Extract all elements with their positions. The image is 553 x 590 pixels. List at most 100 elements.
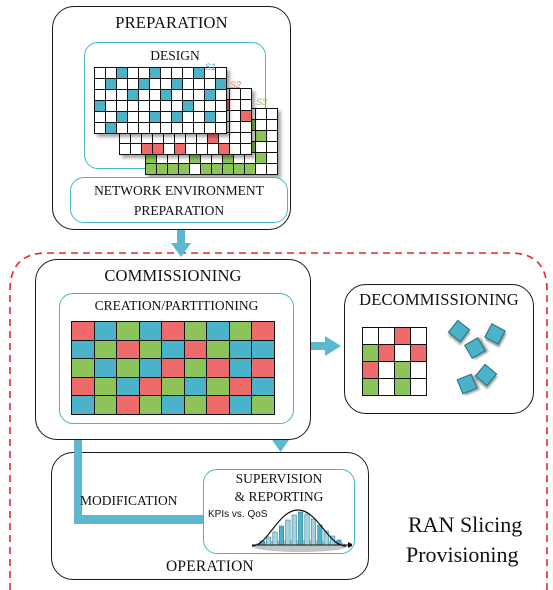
grid-cell: [208, 144, 219, 155]
grid-cell: [162, 340, 185, 359]
grid-cell: [172, 68, 183, 79]
grid-cell: [161, 90, 172, 101]
grid-cell: [184, 396, 207, 415]
grid-cell: [216, 123, 227, 134]
grid-cell: [207, 396, 230, 415]
grid-cell: [267, 131, 278, 142]
grid-cell: [197, 133, 208, 144]
grid-cell: [95, 79, 106, 90]
preparation-title: PREPARATION: [115, 13, 228, 32]
grid-cell: [117, 396, 140, 415]
grid-cell: [172, 90, 183, 101]
grid-cell: [72, 340, 95, 359]
kpi-histogram-icon: [251, 509, 352, 552]
grid-cell: [153, 133, 164, 144]
grid-cell: [161, 112, 172, 123]
grid-cell: [131, 144, 142, 155]
grid-cell: [230, 122, 241, 133]
grid-cell: [164, 133, 175, 144]
grid-cell: [230, 89, 241, 100]
grid-cell: [94, 322, 117, 341]
grid-cell: [241, 89, 252, 100]
grid-cell: [150, 90, 161, 101]
grid-cell: [216, 68, 227, 79]
grid-cell: [139, 377, 162, 396]
grid-cell: [150, 101, 161, 112]
grid-cell: [363, 379, 379, 396]
grid-cell: [256, 131, 267, 142]
grid-cell: [184, 322, 207, 341]
grid-cell: [183, 101, 194, 112]
grid-cell: [256, 120, 267, 131]
grid-cell: [117, 322, 140, 341]
grid-cell: [139, 322, 162, 341]
grid-cell: [363, 328, 379, 345]
grid-cell: [395, 379, 411, 396]
arrow-commissioning-to-decommissioning: [310, 336, 341, 356]
grid-cell: [162, 377, 185, 396]
grid-cell: [106, 90, 117, 101]
grid-cell: [395, 362, 411, 379]
grid-cell: [106, 79, 117, 90]
grid-cell: [395, 328, 411, 345]
grid-cell: [379, 362, 395, 379]
slice-label-s1: S1: [205, 62, 217, 72]
histogram-bar: [310, 518, 316, 546]
grid-cell: [230, 133, 241, 144]
supervision-line1: SUPERVISION: [235, 471, 323, 486]
grid-cell: [139, 359, 162, 378]
grid-cell: [194, 123, 205, 134]
grid-cell: [186, 144, 197, 155]
grid-cell: [117, 377, 140, 396]
grid-cell: [117, 90, 128, 101]
decommissioning-title: DECOMMISSIONING: [359, 290, 519, 309]
grid-cell: [157, 153, 168, 164]
grid-cell: [183, 68, 194, 79]
grid-cell: [201, 164, 212, 175]
grid-cell: [241, 122, 252, 133]
grid-cell: [117, 79, 128, 90]
grid-cell: [128, 112, 139, 123]
grid-cell: [139, 112, 150, 123]
grid-cell: [117, 123, 128, 134]
grid-cell: [150, 68, 161, 79]
grid-cell: [179, 153, 190, 164]
slice-grid-s1: [94, 67, 227, 134]
histogram-bar: [298, 511, 304, 546]
grid-cell: [142, 133, 153, 144]
grid-cell: [252, 322, 275, 341]
grid-cell: [212, 164, 223, 175]
histogram-bar: [304, 513, 310, 546]
grid-cell: [94, 396, 117, 415]
grid-cell: [230, 111, 241, 122]
grid-cell: [117, 359, 140, 378]
grid-cell: [120, 144, 131, 155]
grid-cell: [175, 133, 186, 144]
grid-cell: [241, 133, 252, 144]
grid-cell: [252, 396, 275, 415]
grid-cell: [205, 101, 216, 112]
grid-cell: [411, 328, 427, 345]
grid-cell: [379, 345, 395, 362]
grid-cell: [162, 322, 185, 341]
grid-cell: [379, 379, 395, 396]
grid-cell: [128, 101, 139, 112]
grid-cell: [190, 164, 201, 175]
grid-cell: [267, 142, 278, 153]
grid-cell: [208, 133, 219, 144]
histogram-bar: [266, 536, 272, 546]
provisioning-line1: RAN Slicing: [408, 512, 523, 537]
grid-cell: [162, 359, 185, 378]
grid-cell: [161, 101, 172, 112]
grid-cell: [139, 123, 150, 134]
grid-cell: [172, 79, 183, 90]
grid-cell: [252, 359, 275, 378]
grid-cell: [164, 144, 175, 155]
grid-cell: [184, 359, 207, 378]
grid-cell: [216, 101, 227, 112]
grid-cell: [379, 328, 395, 345]
grid-cell: [229, 359, 252, 378]
grid-cell: [411, 379, 427, 396]
grid-cell: [267, 120, 278, 131]
grid-cell: [212, 153, 223, 164]
